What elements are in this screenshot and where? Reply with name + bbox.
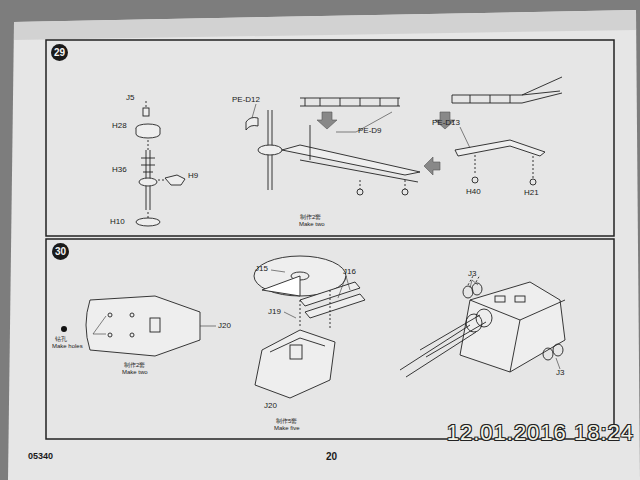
date-stamp: 12.01.2016 18:24: [447, 421, 634, 444]
note: Make five: [274, 425, 300, 431]
step-number-text: 29: [54, 47, 65, 58]
catalog-number: 05340: [28, 452, 53, 461]
part-name: PE-D12: [232, 96, 260, 104]
note: Make two: [122, 369, 148, 375]
note-chinese: 制作5套: [276, 418, 297, 424]
part-name: J16: [343, 268, 356, 276]
note: Make holes: [52, 343, 83, 349]
part-name: H9: [188, 172, 198, 180]
part-name: H36: [112, 166, 127, 174]
note-chinese: 制作2套: [124, 362, 145, 368]
part-name: PE-D9: [358, 127, 382, 135]
part-name: H40: [466, 188, 481, 196]
step-number: 30: [52, 243, 69, 260]
part-name: J3: [556, 369, 564, 377]
part-name: J5: [126, 94, 134, 102]
part-name: H28: [112, 122, 127, 130]
part-name: J20: [264, 402, 277, 410]
note: Make two: [299, 221, 325, 227]
note-chinese: 钻孔: [55, 336, 67, 342]
part-name: PE-D13: [432, 119, 460, 127]
page-number: 20: [326, 452, 337, 463]
note-chinese: 制作2套: [300, 214, 321, 220]
part-name: J19: [268, 308, 281, 316]
part-name: J3: [468, 270, 476, 278]
step-number: 29: [51, 44, 68, 61]
part-name: H10: [110, 218, 125, 226]
part-name: J15: [255, 265, 268, 273]
part-name: J20: [218, 322, 231, 330]
part-name: H21: [524, 189, 539, 197]
step-number-text: 30: [55, 246, 66, 257]
